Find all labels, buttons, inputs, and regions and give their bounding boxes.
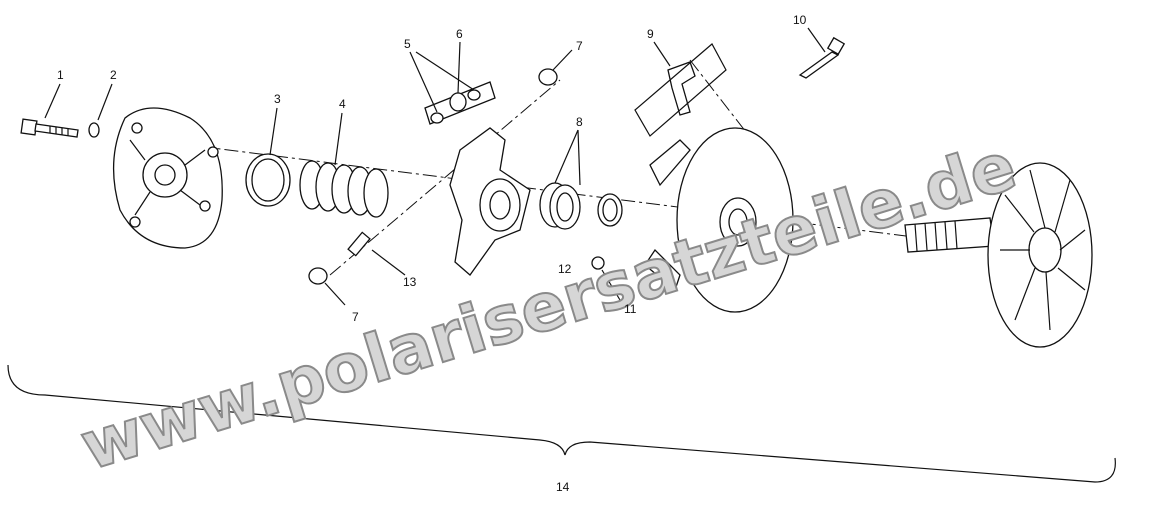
callout-3: 3 bbox=[274, 92, 281, 106]
leader-1 bbox=[44, 83, 61, 119]
part-bushing-ring bbox=[245, 153, 291, 207]
leader-7a bbox=[552, 49, 573, 71]
part-set-screw bbox=[591, 256, 605, 270]
callout-5: 5 bbox=[404, 37, 411, 51]
leader-6 bbox=[457, 41, 461, 94]
callout-13: 13 bbox=[403, 275, 417, 289]
part-washer bbox=[88, 122, 100, 138]
part-pivot-bolt bbox=[798, 36, 846, 79]
leader-7b bbox=[324, 282, 346, 306]
part-movable-sheave bbox=[644, 127, 794, 313]
leader-8a bbox=[554, 129, 579, 184]
leader-5b bbox=[415, 51, 475, 91]
part-spider bbox=[449, 127, 531, 276]
part-roller-lower bbox=[308, 267, 328, 285]
callout-9: 9 bbox=[647, 27, 654, 41]
leader-3 bbox=[269, 107, 278, 156]
leader-5a bbox=[409, 51, 438, 113]
part-bushing-pair bbox=[539, 182, 581, 230]
leader-9 bbox=[653, 41, 671, 67]
callout-11: 11 bbox=[624, 302, 637, 316]
part-roller-upper bbox=[538, 68, 558, 86]
part-bushing-single bbox=[597, 193, 623, 227]
callout-4: 4 bbox=[339, 97, 346, 111]
part-cover-plate bbox=[112, 107, 223, 249]
callout-6: 6 bbox=[456, 27, 463, 41]
leader-11 bbox=[601, 269, 621, 301]
callout-14: 14 bbox=[556, 480, 570, 494]
part-pin bbox=[347, 231, 371, 257]
leader-2 bbox=[97, 83, 113, 121]
part-washer-small-left bbox=[430, 112, 444, 124]
callout-1: 1 bbox=[57, 68, 64, 82]
callout-2: 2 bbox=[110, 68, 117, 82]
part-bushing-small bbox=[449, 92, 467, 112]
part-fixed-sheave bbox=[904, 162, 1093, 348]
part-flyweight-bracket bbox=[634, 43, 727, 137]
part-bolt bbox=[20, 118, 79, 138]
callout-8: 8 bbox=[576, 115, 583, 129]
leader-8b bbox=[577, 129, 581, 186]
callout-7-upper: 7 bbox=[576, 39, 583, 53]
callout-12: 12 bbox=[558, 262, 572, 276]
assembly-bracket bbox=[7, 364, 1116, 483]
callout-10: 10 bbox=[793, 13, 807, 27]
pin-axis-line bbox=[329, 79, 561, 276]
leader-10 bbox=[807, 27, 826, 53]
part-spring bbox=[299, 160, 389, 218]
callout-7-lower: 7 bbox=[352, 310, 359, 324]
leader-4 bbox=[334, 112, 343, 166]
part-washer-small-right bbox=[467, 89, 481, 101]
leader-13 bbox=[371, 249, 406, 276]
